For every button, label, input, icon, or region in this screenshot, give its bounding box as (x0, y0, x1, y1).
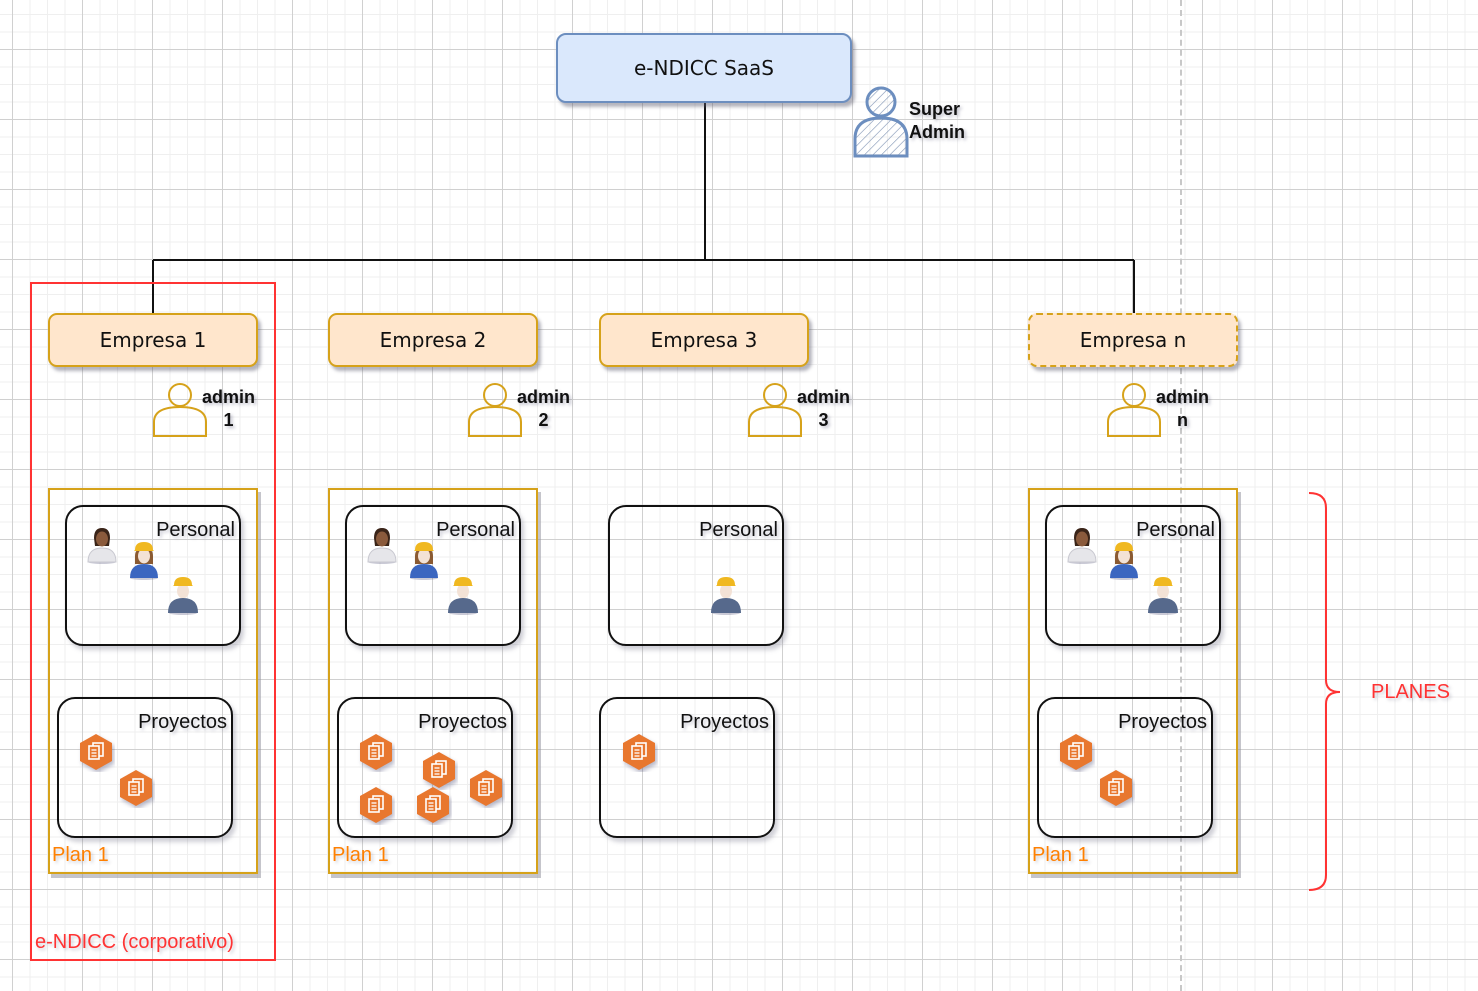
admin-label-line2: 1 (223, 410, 234, 430)
plan-frame-1[interactable]: Plan 1 (48, 488, 258, 874)
proyectos-label: Proyectos (1118, 711, 1207, 733)
personal-label: Personal (156, 519, 235, 541)
empresa-node-n[interactable]: Empresa n (1028, 313, 1238, 367)
admin-label-line1: admin (202, 387, 256, 407)
proyectos-label: Proyectos (138, 711, 227, 733)
worker-woman-icon[interactable] (1107, 540, 1141, 584)
staff-woman-icon[interactable] (1065, 526, 1099, 568)
plan-frame-2[interactable]: Plan 1 (328, 488, 538, 874)
worker-man-icon[interactable] (446, 575, 480, 619)
plan-label: Plan 1 (52, 844, 109, 866)
proyectos-group-3[interactable]: Proyectos (599, 697, 775, 838)
personal-label: Personal (699, 519, 778, 541)
admin-label-2: admin 2 (517, 386, 570, 432)
proyectos-label: Proyectos (418, 711, 507, 733)
planes-label: PLANES (1371, 681, 1450, 703)
staff-woman-icon[interactable] (365, 526, 399, 568)
worker-woman-icon[interactable] (407, 540, 441, 584)
root-node-label: e-NDICC SaaS (634, 56, 774, 80)
proyectos-group-1[interactable]: Proyectos (57, 697, 233, 838)
admin-label-1: admin 1 (202, 386, 255, 432)
personal-label: Personal (1136, 519, 1215, 541)
proyectos-group-n[interactable]: Proyectos (1037, 697, 1213, 838)
worker-man-icon[interactable] (1146, 575, 1180, 619)
plan-label: Plan 1 (1032, 844, 1089, 866)
worker-woman-icon[interactable] (127, 540, 161, 584)
admin-label-line2: 3 (818, 410, 829, 430)
empresa-label: Empresa 3 (650, 328, 758, 352)
project-document-icon[interactable] (1097, 768, 1135, 812)
super-admin-user-icon[interactable] (850, 84, 912, 164)
personal-group-1[interactable]: Personal (65, 505, 241, 646)
personal-group-3[interactable]: Personal (608, 505, 784, 646)
worker-man-icon[interactable] (709, 575, 743, 619)
proyectos-label: Proyectos (680, 711, 769, 733)
planes-brace (1308, 492, 1341, 891)
empresa-label: Empresa n (1079, 328, 1187, 352)
admin-label-line1: admin (517, 387, 571, 407)
project-document-icon[interactable] (117, 768, 155, 812)
project-document-icon[interactable] (420, 750, 458, 794)
super-admin-label: Super Admin (909, 98, 965, 144)
proyectos-group-2[interactable]: Proyectos (337, 697, 513, 838)
project-document-icon[interactable] (1057, 732, 1095, 776)
worker-man-icon[interactable] (166, 575, 200, 619)
admin-user-icon[interactable] (152, 382, 210, 438)
empresa-label: Empresa 1 (99, 328, 207, 352)
project-document-icon[interactable] (357, 732, 395, 776)
admin-user-icon[interactable] (1106, 382, 1164, 438)
corporate-group-label: e-NDICC (corporativo) (35, 931, 234, 953)
admin-label-line1: admin (1156, 387, 1210, 407)
root-node-saas[interactable]: e-NDICC SaaS (556, 33, 852, 103)
page-break-line (1180, 0, 1182, 991)
project-document-icon[interactable] (467, 768, 505, 812)
corporate-group-frame[interactable]: e-NDICC (corporativo) (30, 282, 276, 961)
plan-frame-n[interactable]: Plan 1 (1028, 488, 1238, 874)
admin-label-line2: n (1177, 410, 1188, 430)
project-document-icon[interactable] (414, 785, 452, 829)
super-admin-label-line2: Admin (909, 122, 965, 142)
project-document-icon[interactable] (620, 732, 658, 776)
project-document-icon[interactable] (77, 732, 115, 776)
admin-label-n: admin n (1156, 386, 1209, 432)
empresa-node-2[interactable]: Empresa 2 (328, 313, 538, 367)
super-admin-label-line1: Super (909, 99, 961, 119)
plan-label: Plan 1 (332, 844, 389, 866)
empresa-label: Empresa 2 (379, 328, 487, 352)
empresa-node-1[interactable]: Empresa 1 (48, 313, 258, 367)
personal-group-2[interactable]: Personal (345, 505, 521, 646)
personal-label: Personal (436, 519, 515, 541)
admin-label-3: admin 3 (797, 386, 850, 432)
empresa-node-3[interactable]: Empresa 3 (599, 313, 809, 367)
admin-user-icon[interactable] (467, 382, 525, 438)
admin-user-icon[interactable] (747, 382, 805, 438)
personal-group-n[interactable]: Personal (1045, 505, 1221, 646)
staff-woman-icon[interactable] (85, 526, 119, 568)
admin-label-line1: admin (797, 387, 851, 407)
admin-label-line2: 2 (538, 410, 549, 430)
project-document-icon[interactable] (357, 785, 395, 829)
